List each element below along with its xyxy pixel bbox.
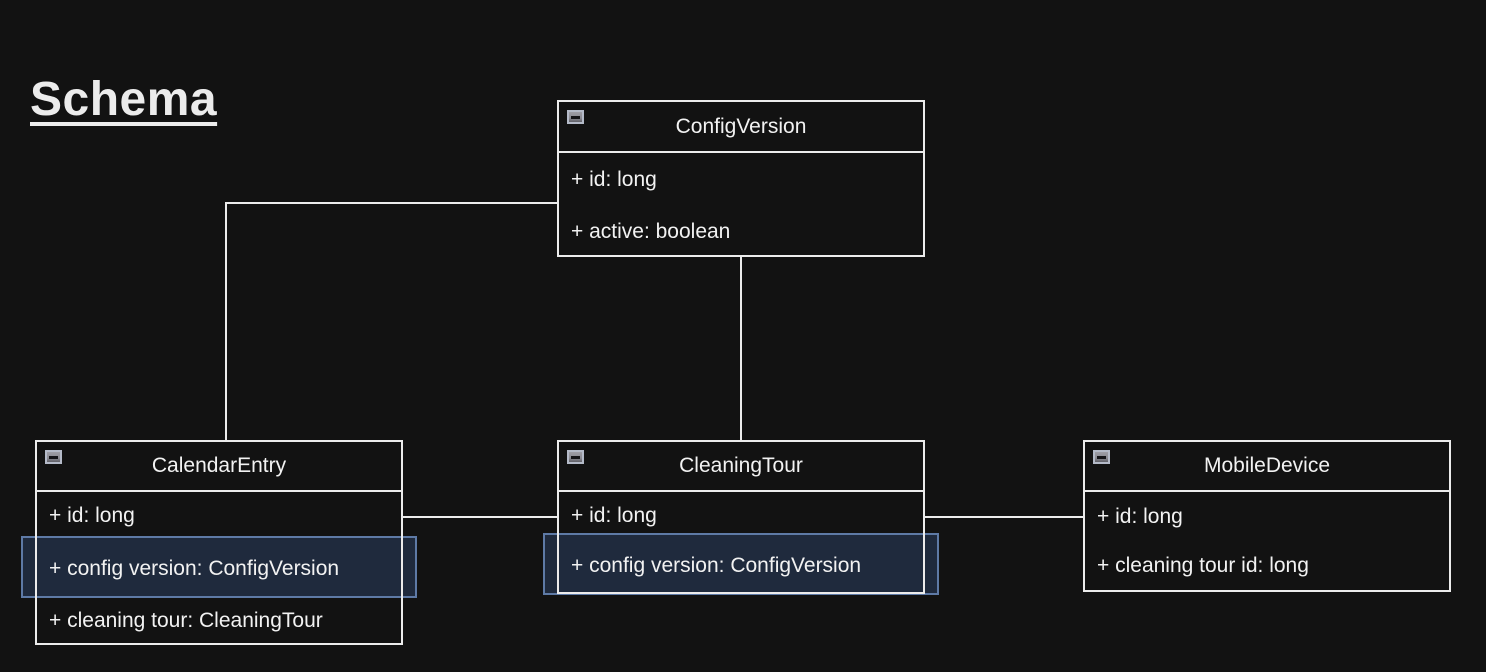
entity-title: CalendarEntry xyxy=(151,454,287,477)
page-title: Schema xyxy=(30,73,218,126)
entity-title: MobileDevice xyxy=(1203,454,1331,477)
field-row[interactable]: + active: boolean xyxy=(559,206,923,257)
entity-cleaningtour[interactable]: CleaningTour + id: long + config version… xyxy=(543,440,939,595)
field-text: + id: long xyxy=(571,167,657,191)
collapse-minus-icon[interactable] xyxy=(45,450,62,464)
highlight-calendarentry-configversion xyxy=(21,536,417,598)
collapse-minus-icon[interactable] xyxy=(567,450,584,464)
minus-glyph xyxy=(571,455,580,459)
entity-mobiledevice-header[interactable]: MobileDevice xyxy=(1085,442,1449,492)
entity-cleaningtour-header[interactable]: CleaningTour xyxy=(559,442,923,492)
minus-glyph xyxy=(49,455,58,459)
connector-configversion-calendarentry[interactable] xyxy=(225,202,557,440)
collapse-minus-icon[interactable] xyxy=(567,110,584,124)
field-text: + id: long xyxy=(49,503,135,527)
collapse-minus-icon[interactable] xyxy=(1093,450,1110,464)
field-row-highlighted[interactable]: + config version: ConfigVersion xyxy=(559,540,923,592)
field-text: + id: long xyxy=(571,504,657,527)
field-text: + id: long xyxy=(1097,504,1183,528)
field-row[interactable]: + id: long xyxy=(559,492,923,540)
field-row[interactable]: + cleaning tour id: long xyxy=(1085,541,1449,590)
entity-calendarentry-box: CalendarEntry + id: long + config versio… xyxy=(35,440,403,645)
entity-configversion-header[interactable]: ConfigVersion xyxy=(559,102,923,153)
entity-title: ConfigVersion xyxy=(675,114,807,138)
entity-title: CleaningTour xyxy=(679,454,803,477)
entity-calendarentry-header[interactable]: CalendarEntry xyxy=(37,442,401,492)
entity-mobiledevice[interactable]: MobileDevice + id: long + cleaning tour … xyxy=(1083,440,1451,592)
field-text: + cleaning tour id: long xyxy=(1097,553,1309,577)
entity-calendarentry[interactable]: CalendarEntry + id: long + config versio… xyxy=(21,440,417,645)
field-row[interactable]: + id: long xyxy=(37,492,401,539)
field-text: + config version: ConfigVersion xyxy=(49,557,340,580)
field-row[interactable]: + id: long xyxy=(559,153,923,206)
entity-configversion-box: ConfigVersion + id: long + active: boole… xyxy=(557,100,925,257)
field-text: + active: boolean xyxy=(571,219,731,243)
entity-configversion[interactable]: ConfigVersion + id: long + active: boole… xyxy=(557,100,925,257)
field-text: + config version: ConfigVersion xyxy=(571,554,862,577)
field-row[interactable]: + id: long xyxy=(1085,492,1449,541)
highlight-cleaningtour-configversion xyxy=(543,533,939,595)
entity-mobiledevice-box: MobileDevice + id: long + cleaning tour … xyxy=(1083,440,1451,592)
minus-glyph xyxy=(571,115,580,119)
minus-glyph xyxy=(1097,455,1106,459)
entity-cleaningtour-box: CleaningTour + id: long + config version… xyxy=(557,440,925,594)
field-row[interactable]: + cleaning tour: CleaningTour xyxy=(37,599,401,643)
field-text: + cleaning tour: CleaningTour xyxy=(49,609,323,632)
field-row-highlighted[interactable]: + config version: ConfigVersion xyxy=(37,539,401,599)
